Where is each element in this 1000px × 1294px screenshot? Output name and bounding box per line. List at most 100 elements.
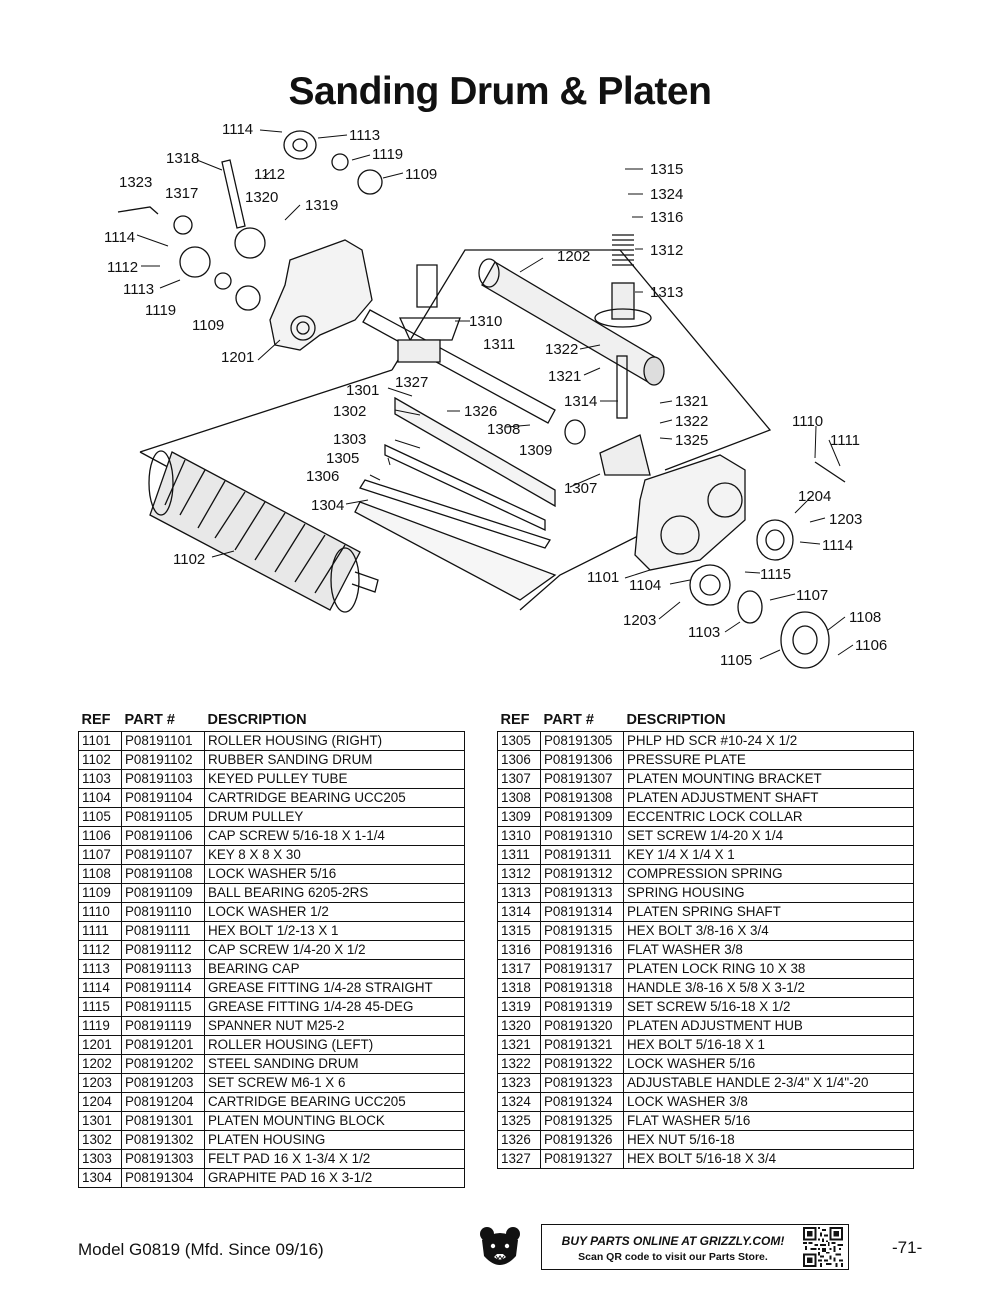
callout: 1119 (372, 146, 403, 163)
ref-cell: 1326 (497, 1130, 541, 1150)
part-number-cell: P08191306 (540, 750, 624, 770)
ref-cell: 1112 (78, 940, 122, 960)
part-number-cell: P08191305 (540, 731, 624, 751)
part-number-cell: P08191315 (540, 921, 624, 941)
part-number-cell: P08191327 (540, 1149, 624, 1169)
part-number-cell: P08191109 (121, 883, 205, 903)
callout: 1114 (822, 537, 853, 554)
promo-subtext: Scan QR code to visit our Parts Store. (578, 1251, 768, 1263)
description-cell: HEX BOLT 5/16-18 X 1 (623, 1035, 914, 1055)
ref-cell: 1108 (78, 864, 122, 884)
ref-cell: 1114 (78, 978, 122, 998)
column-header-part: PART # (124, 712, 176, 728)
description-cell: HEX BOLT 3/8-16 X 3/4 (623, 921, 914, 941)
callout: 1112 (254, 166, 285, 183)
description-cell: PLATEN LOCK RING 10 X 38 (623, 959, 914, 979)
ref-cell: 1101 (78, 731, 122, 751)
part-number-cell: P08191320 (540, 1016, 624, 1036)
ref-cell: 1308 (497, 788, 541, 808)
callout: 1305 (326, 450, 359, 467)
description-cell: BALL BEARING 6205-2RS (204, 883, 465, 903)
ref-cell: 1305 (497, 731, 541, 751)
part-number-cell: P08191108 (121, 864, 205, 884)
description-cell: ROLLER HOUSING (LEFT) (204, 1035, 465, 1055)
ref-cell: 1321 (497, 1035, 541, 1055)
part-number-cell: P08191201 (121, 1035, 205, 1055)
description-cell: FLAT WASHER 5/16 (623, 1111, 914, 1131)
part-number-cell: P08191317 (540, 959, 624, 979)
callout: 1113 (123, 281, 154, 298)
part-number-cell: P08191119 (121, 1016, 205, 1036)
part-number-cell: P08191112 (121, 940, 205, 960)
callout: 1311 (483, 336, 515, 353)
part-number-cell: P08191304 (121, 1168, 205, 1188)
description-cell: CAP SCREW 5/16-18 X 1-1/4 (204, 826, 465, 846)
description-cell: PLATEN SPRING SHAFT (623, 902, 914, 922)
column-header-part: PART # (543, 712, 595, 728)
column-header-description: DESCRIPTION (626, 712, 726, 728)
ref-cell: 1103 (78, 769, 122, 789)
part-number-cell: P08191312 (540, 864, 624, 884)
callout: 1110 (792, 413, 823, 430)
ref-cell: 1306 (497, 750, 541, 770)
callout: 1105 (720, 652, 752, 669)
part-number-cell: P08191322 (540, 1054, 624, 1074)
table-header-row: REF PART # DESCRIPTION (498, 708, 914, 732)
callout: 1114 (222, 121, 253, 138)
description-cell: CAP SCREW 1/4-20 X 1/2 (204, 940, 465, 960)
callout: 1108 (849, 609, 881, 626)
description-cell: FLAT WASHER 3/8 (623, 940, 914, 960)
part-number-cell: P08191203 (121, 1073, 205, 1093)
part-number-cell: P08191302 (121, 1130, 205, 1150)
callout: 1318 (166, 150, 199, 167)
ref-cell: 1325 (497, 1111, 541, 1131)
description-cell: PLATEN ADJUSTMENT HUB (623, 1016, 914, 1036)
callout: 1202 (557, 248, 590, 265)
callout: 1327 (395, 374, 428, 391)
callout: 1112 (107, 259, 138, 276)
callout: 1109 (192, 317, 224, 334)
callout: 1322 (545, 341, 578, 358)
part-number-cell: P08191326 (540, 1130, 624, 1150)
part-number-cell: P08191314 (540, 902, 624, 922)
description-cell: PLATEN MOUNTING BLOCK (204, 1111, 465, 1131)
parts-store-promo[interactable]: BUY PARTS ONLINE AT GRIZZLY.COM! Scan QR… (541, 1224, 849, 1270)
ref-cell: 1320 (497, 1016, 541, 1036)
description-cell: ROLLER HOUSING (RIGHT) (204, 731, 465, 751)
ref-cell: 1322 (497, 1054, 541, 1074)
callout: 1313 (650, 284, 683, 301)
ref-cell: 1204 (78, 1092, 122, 1112)
ref-cell: 1304 (78, 1168, 122, 1188)
callout: 1103 (688, 624, 720, 641)
ref-cell: 1203 (78, 1073, 122, 1093)
description-cell: SET SCREW 1/4-20 X 1/4 (623, 826, 914, 846)
callout: 1321 (675, 393, 708, 410)
callout: 1316 (650, 209, 683, 226)
exploded-parts-diagram: 1114 1113 1318 1112 1119 1109 1323 1317 … (104, 121, 887, 669)
part-number-cell: P08191113 (121, 959, 205, 979)
ref-cell: 1109 (78, 883, 122, 903)
ref-cell: 1111 (78, 921, 122, 941)
qr-code-icon[interactable] (802, 1227, 844, 1267)
part-number-cell: P08191115 (121, 997, 205, 1017)
description-cell: BEARING CAP (204, 959, 465, 979)
description-cell: KEY 8 X 8 X 30 (204, 845, 465, 865)
description-cell: CARTRIDGE BEARING UCC205 (204, 788, 465, 808)
